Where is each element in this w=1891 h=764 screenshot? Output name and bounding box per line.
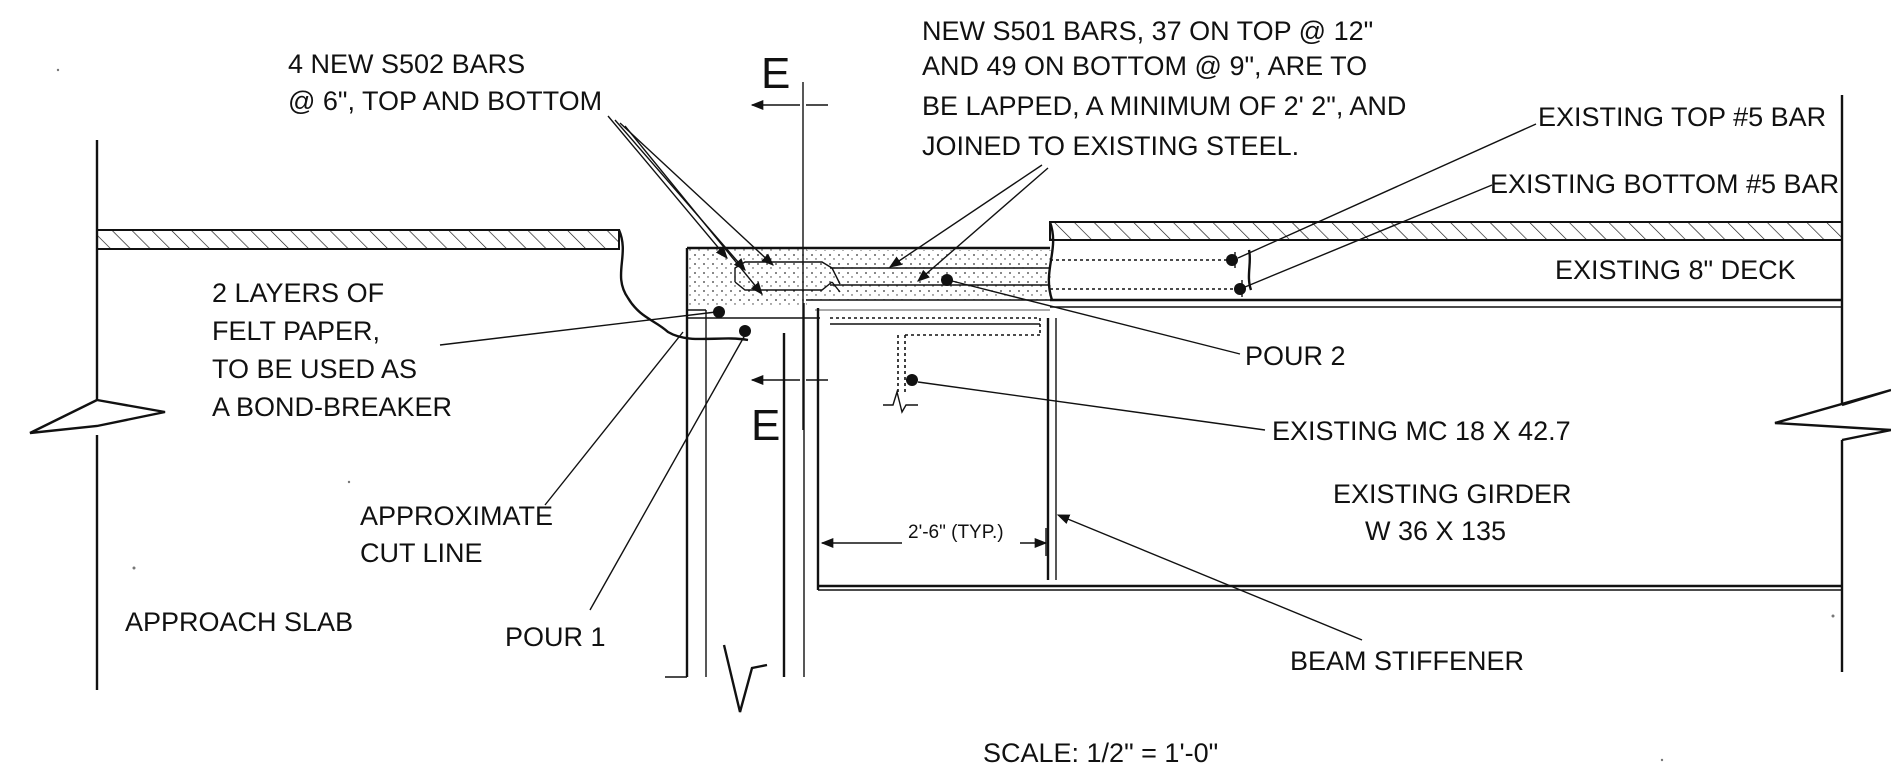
label-felt-line2: FELT PAPER,	[212, 316, 380, 346]
existing-deck-wearing-surface	[1049, 221, 1843, 241]
label-s501-line2: AND 49 ON BOTTOM @ 9", ARE TO	[922, 51, 1367, 81]
approach-slab	[29, 140, 749, 690]
new-s502-bars-bottom	[734, 281, 833, 291]
label-scale: SCALE: 1/2" = 1'-0"	[983, 738, 1218, 764]
label-s501-line1: NEW S501 BARS, 37 ON TOP @ 12"	[922, 16, 1373, 46]
label-girder-line1: EXISTING GIRDER	[1333, 479, 1572, 509]
section-marker-top: E	[761, 49, 790, 98]
label-s501-line4: JOINED TO EXISTING STEEL.	[922, 131, 1299, 161]
label-existing-top-bar: EXISTING TOP #5 BAR	[1538, 102, 1826, 132]
pour-1-joint	[665, 246, 1050, 713]
label-beam-stiffener: BEAM STIFFENER	[1290, 646, 1524, 676]
label-girder-line2: W 36 X 135	[1365, 516, 1506, 546]
approach-slab-break-line	[29, 398, 166, 435]
scan-specks	[56, 68, 1835, 762]
label-s502-line2: @ 6", TOP AND BOTTOM	[288, 86, 602, 116]
section-marker-bottom: E	[751, 401, 780, 450]
girder-break-line	[1774, 388, 1891, 442]
label-existing-mc: EXISTING MC 18 X 42.7	[1272, 416, 1571, 446]
pour-2-concrete	[806, 250, 1051, 300]
approach-slab-wearing-surface	[96, 229, 620, 250]
label-felt-line3: TO BE USED AS	[212, 354, 417, 384]
label-existing-deck: EXISTING 8" DECK	[1555, 255, 1796, 285]
label-s502-line1: 4 NEW S502 BARS	[288, 49, 525, 79]
pour-1-break-line	[722, 644, 768, 713]
label-cut-line1: APPROXIMATE	[360, 501, 553, 531]
leader-lines	[439, 115, 1537, 641]
approximate-cut-line	[617, 229, 749, 342]
pour-2-block	[713, 250, 1051, 414]
pour-1-concrete	[687, 248, 807, 308]
label-cut-line2: CUT LINE	[360, 538, 483, 568]
label-pour2: POUR 2	[1245, 341, 1346, 371]
label-approach-slab: APPROACH SLAB	[125, 607, 353, 637]
label-felt-line1: 2 LAYERS OF	[212, 278, 384, 308]
label-s501-line3: BE LAPPED, A MINIMUM OF 2' 2", AND	[922, 91, 1406, 121]
existing-deck	[906, 221, 1843, 386]
label-pour1: POUR 1	[505, 622, 606, 652]
existing-girder	[816, 95, 1891, 672]
label-existing-bottom-bar: EXISTING BOTTOM #5 BAR	[1490, 169, 1839, 199]
label-typ-dimension: 2'-6" (TYP.)	[908, 522, 1004, 543]
section-cut-e: E E	[750, 49, 828, 450]
label-felt-line4: A BOND-BREAKER	[212, 392, 452, 422]
existing-mc-break	[883, 389, 918, 414]
annotation-labels: 4 NEW S502 BARS @ 6", TOP AND BOTTOM NEW…	[125, 16, 1839, 764]
